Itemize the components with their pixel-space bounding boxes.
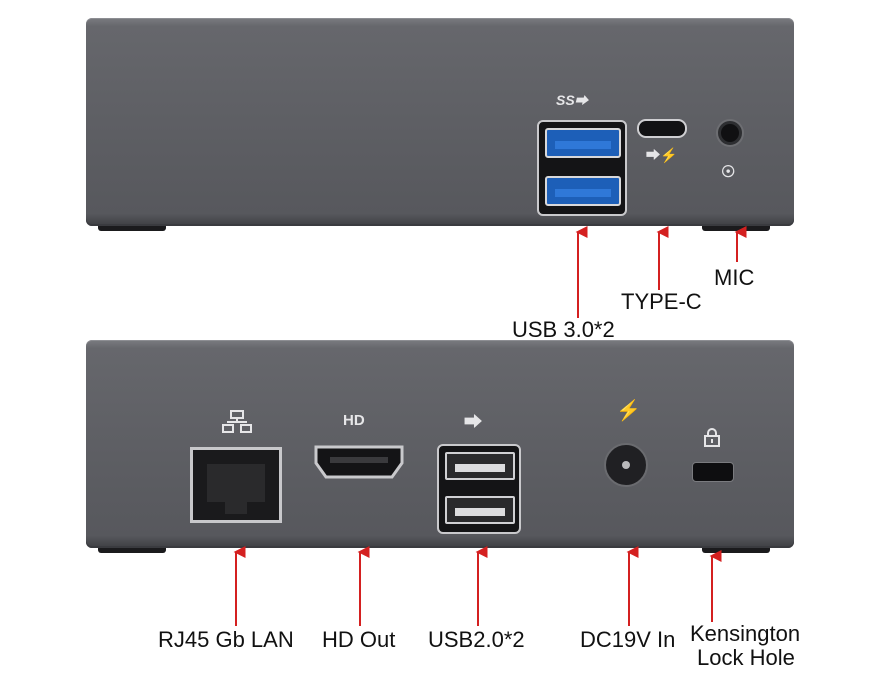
dc-power-jack (604, 443, 648, 487)
hd-icon: HD (343, 412, 365, 429)
rj45-lan-port (190, 447, 282, 523)
usb2-port-top (445, 452, 515, 480)
headset-icon: ☉ (721, 164, 736, 181)
rear-left-foot (98, 548, 166, 553)
usb-charge-icon: ⮕⚡ (646, 147, 678, 163)
label-usb2: USB2.0*2 (428, 627, 525, 652)
label-dc: DC19V In (580, 627, 676, 652)
padlock-icon (704, 428, 720, 447)
front-left-foot (98, 226, 166, 231)
usb3-port-pair (537, 120, 627, 216)
usb2-port-pair (437, 444, 521, 534)
kensington-lock-slot (692, 462, 734, 482)
label-usb3: USB 3.0*2 (512, 317, 615, 342)
usb3-port-top (545, 128, 621, 158)
power-plug-icon: ⚡ (616, 400, 641, 422)
hdmi-port (314, 445, 404, 479)
usb3-port-bottom (545, 176, 621, 206)
superspeed-usb-icon: SS⮕ (556, 92, 588, 108)
network-icon (222, 410, 252, 433)
label-typec: TYPE-C (621, 289, 702, 314)
usb2-port-bottom (445, 496, 515, 524)
usb-icon: ⮕ (464, 412, 482, 432)
label-mic: MIC (714, 265, 755, 290)
mic-jack (718, 121, 742, 145)
label-kensington-1: Kensington (690, 621, 801, 646)
label-rj45: RJ45 Gb LAN (158, 627, 294, 652)
rear-right-foot (702, 548, 770, 553)
type-c-port (637, 119, 687, 138)
label-hdout: HD Out (322, 627, 396, 652)
label-kensington-2: Lock Hole (697, 645, 795, 670)
